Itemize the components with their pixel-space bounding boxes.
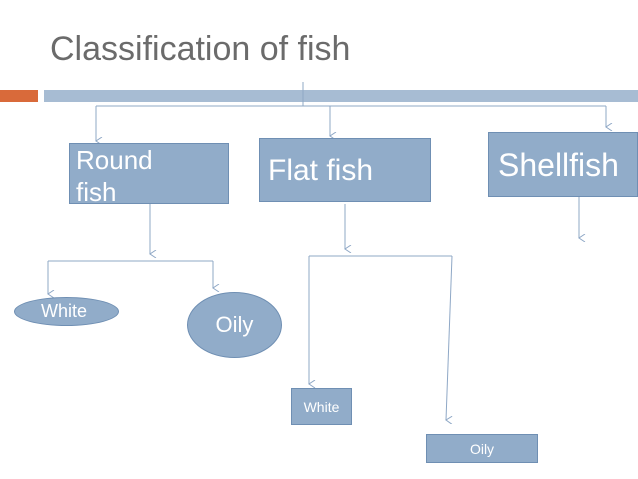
shellfish-label: Shellfish bbox=[498, 147, 619, 183]
accent-bar bbox=[0, 90, 38, 102]
flat-white-label: White bbox=[303, 399, 340, 415]
flat-fish-label: Flat fish bbox=[268, 154, 374, 187]
round-fish-box: Round fish bbox=[69, 143, 229, 204]
slide-title: Classification of fish bbox=[50, 30, 351, 68]
flat-white-box: White bbox=[291, 388, 352, 425]
flat-oily-box: Oily bbox=[426, 434, 538, 463]
round-white-label: White bbox=[41, 301, 88, 321]
flat-fish-box: Flat fish bbox=[259, 138, 431, 202]
arrow-flat-oily bbox=[446, 255, 453, 420]
round-oily-oval: Oily bbox=[187, 292, 282, 358]
round-white-oval: White bbox=[14, 297, 119, 326]
round-fish-label: Round fish bbox=[76, 145, 153, 204]
flat-oily-label: Oily bbox=[469, 441, 495, 457]
title-band bbox=[44, 90, 638, 102]
shellfish-box: Shellfish bbox=[488, 132, 638, 197]
round-oily-label: Oily bbox=[215, 312, 254, 337]
